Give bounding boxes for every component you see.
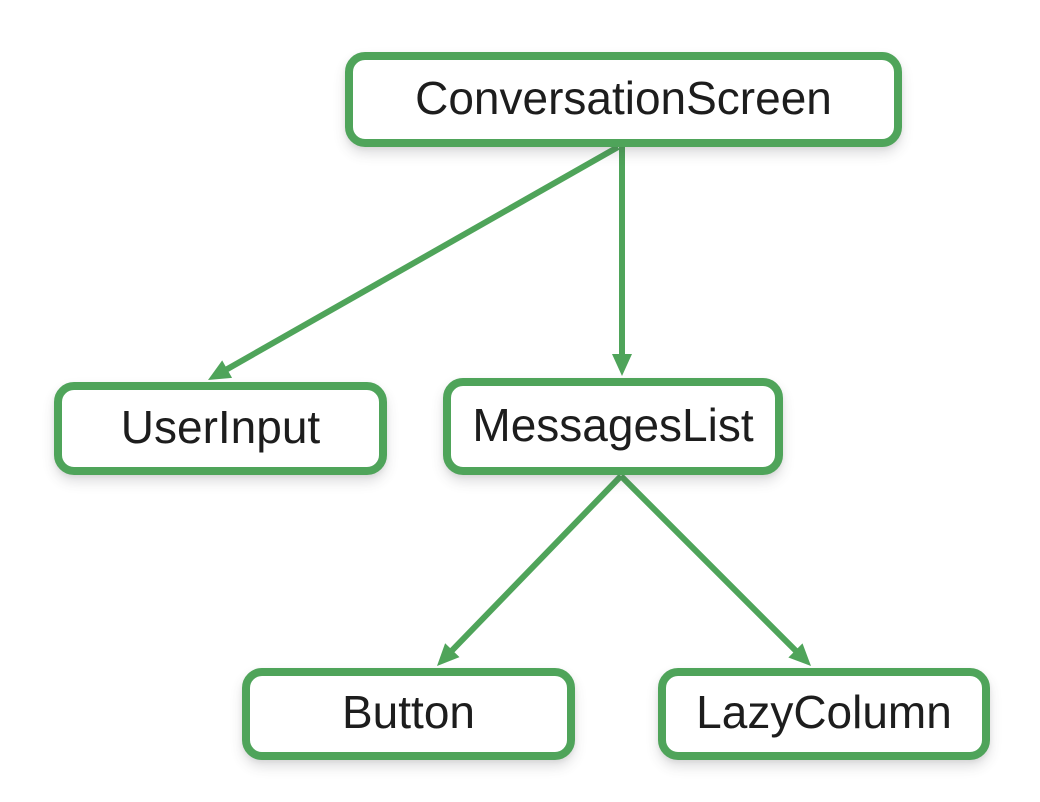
edge-messages-list-to-lazy-column: [618, 473, 801, 656]
node-conversation-screen: ConversationScreen: [345, 52, 902, 147]
node-label-user-input: UserInput: [120, 400, 321, 453]
node-user-input: UserInput: [54, 382, 387, 475]
edge-messages-list-to-button: [447, 473, 624, 656]
edge-conversation-screen-to-user-input: [222, 144, 620, 374]
arrowhead-conversation-screen-to-user-input: [208, 360, 233, 380]
node-label-button: Button: [342, 686, 475, 738]
node-label-conversation-screen: ConversationScreen: [415, 71, 832, 124]
arrowhead-conversation-screen-to-messages-list: [612, 354, 632, 376]
arrowhead-messages-list-to-button: [437, 643, 460, 666]
node-button: Button: [242, 668, 575, 760]
node-messages-list: MessagesList: [443, 378, 783, 475]
node-label-messages-list: MessagesList: [472, 398, 754, 451]
node-lazy-column: LazyColumn: [658, 668, 990, 760]
node-label-lazy-column: LazyColumn: [696, 686, 952, 738]
arrowhead-messages-list-to-lazy-column: [788, 643, 811, 666]
